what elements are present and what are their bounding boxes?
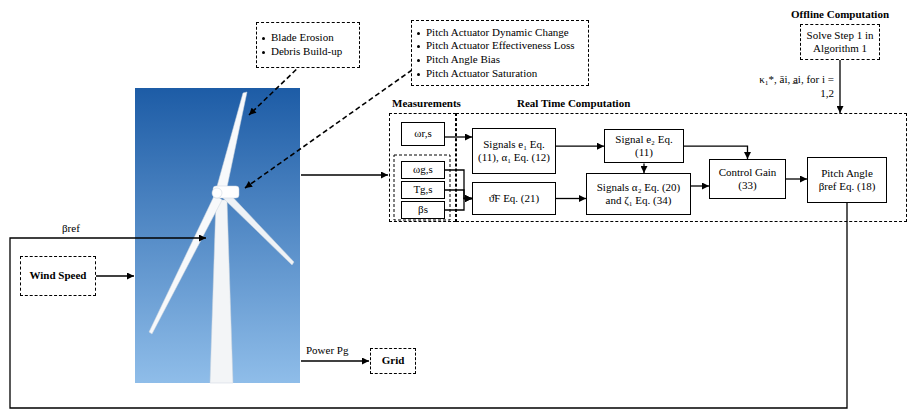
turbine-nacelle bbox=[213, 186, 239, 198]
power-arrow bbox=[301, 360, 369, 361]
input-box: Wind Speed bbox=[20, 256, 96, 296]
turbine-hub bbox=[212, 188, 222, 198]
real-time-group: Real Time ComputationSignals e₁ Eq. (11)… bbox=[456, 113, 907, 222]
signal-arrow bbox=[445, 190, 472, 199]
box-label: Pitch Angle βref Eq. (18) bbox=[812, 167, 882, 193]
turbine-blade bbox=[216, 92, 247, 192]
box-label: Signal e₂ Eq. (11) bbox=[609, 133, 679, 159]
sensor-box: βs bbox=[401, 201, 445, 219]
signal-arrow bbox=[445, 199, 472, 211]
section-heading: Measurements bbox=[392, 97, 461, 110]
measurement-arrow bbox=[301, 174, 388, 175]
turbine-blade bbox=[223, 190, 294, 265]
bullet-item: Debris Build-up bbox=[261, 45, 355, 59]
box-label: ϑ̂F Eq. (21) bbox=[489, 192, 539, 205]
box-label: ωr,s bbox=[414, 127, 432, 140]
signal-arrow bbox=[786, 178, 807, 179]
fault-arrow bbox=[245, 70, 412, 188]
signal-arrow bbox=[684, 146, 748, 159]
signal-arrow bbox=[691, 185, 709, 186]
box-label: Signals α₂ Eq. (20) and ζ₁ Eq. (34) bbox=[591, 181, 686, 207]
box-label: Solve Step 1 in Algorithm 1 bbox=[805, 29, 875, 55]
box-label: Grid bbox=[382, 354, 405, 367]
signal-arrow bbox=[556, 198, 586, 199]
measurement-group: Measurementsωr,sωg,sTg,sβs bbox=[389, 113, 456, 222]
process-box: Control Gain (33) bbox=[709, 159, 786, 199]
bullet-item: Pitch Angle Bias bbox=[416, 53, 584, 67]
fault-list-box: Blade ErosionDebris Build-up bbox=[256, 22, 360, 68]
signal-arrow bbox=[445, 136, 472, 137]
sensor-box: Tg,s bbox=[401, 181, 445, 199]
process-box: Signals e₁ Eq. (11), α₁ Eq. (12) bbox=[472, 128, 556, 174]
section-heading: Real Time Computation bbox=[517, 97, 630, 110]
feedback-wire bbox=[10, 203, 847, 408]
feedback-wires bbox=[10, 203, 847, 408]
bullet-item: Pitch Actuator Dynamic Change bbox=[416, 26, 584, 40]
sensor-group-outline bbox=[394, 155, 450, 220]
process-box: Pitch Angle βref Eq. (18) bbox=[807, 157, 887, 203]
box-label: Control Gain (33) bbox=[714, 166, 781, 192]
box-label: Signals e₁ Eq. (11), α₁ Eq. (12) bbox=[477, 138, 551, 164]
bullet-item: Pitch Actuator Effectiveness Loss bbox=[416, 39, 584, 53]
process-box: ϑ̂F Eq. (21) bbox=[472, 182, 556, 215]
signal-arrow bbox=[445, 170, 472, 199]
fault-list-box: Pitch Actuator Dynamic ChangePitch Actua… bbox=[411, 20, 589, 86]
box-label: Tg,s bbox=[413, 183, 432, 196]
signal-arrow bbox=[556, 146, 604, 147]
bullet-item: Blade Erosion bbox=[261, 31, 355, 45]
offline-box: Offline ComputationSolve Step 1 in Algor… bbox=[800, 24, 880, 60]
wind-arrow bbox=[96, 275, 134, 276]
wind-turbine-photo bbox=[135, 88, 300, 383]
box-label: Wind Speed bbox=[30, 269, 87, 282]
signal-arrow bbox=[643, 163, 644, 173]
signal-label: Power Pg bbox=[306, 344, 348, 357]
edge-label: κ₁*, āi, a̲i, for i = 1,2 bbox=[754, 73, 834, 99]
process-box: Signal e₂ Eq. (11) bbox=[604, 129, 684, 163]
signal-arrow bbox=[839, 60, 840, 113]
signal-label: βref bbox=[62, 222, 80, 235]
sky-background bbox=[135, 88, 300, 383]
box-label: βs bbox=[418, 203, 428, 216]
turbine-tower bbox=[210, 200, 233, 383]
turbine-blade bbox=[149, 194, 222, 334]
sensor-box: ωg,s bbox=[401, 161, 445, 179]
box-label: ωg,s bbox=[413, 163, 433, 176]
section-heading: Offline Computation bbox=[791, 8, 889, 21]
grid-box: Grid bbox=[370, 348, 416, 374]
process-box: Signals α₂ Eq. (20) and ζ₁ Eq. (34) bbox=[586, 173, 691, 215]
bullet-item: Pitch Actuator Saturation bbox=[416, 67, 584, 81]
sensor-box: ωr,s bbox=[401, 122, 445, 146]
fault-arrow bbox=[249, 64, 302, 115]
